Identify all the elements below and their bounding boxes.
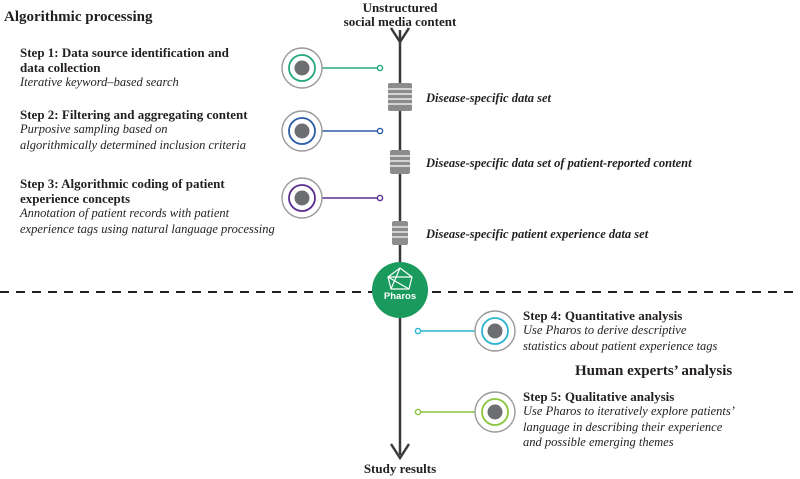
database-icon <box>392 221 408 245</box>
step-4-target-icon <box>474 310 516 352</box>
step-3-title-line-1: Step 3: Algorithmic coding of patient <box>20 176 225 191</box>
step-3-description-line-1: Annotation of patient records with patie… <box>20 206 230 220</box>
source-label-line-1: Unstructured <box>362 0 438 15</box>
pharos-logo-icon <box>387 267 413 290</box>
step-1-target-icon <box>281 47 323 89</box>
step-5-target-icon <box>474 391 516 433</box>
database-icon <box>390 150 410 174</box>
section-title-algorithmic: Algorithmic processing <box>4 9 153 25</box>
step-4-connector-dot <box>414 327 422 335</box>
section-title-human: Human experts’ analysis <box>575 363 733 379</box>
step-4-title: Step 4: Quantitative analysis <box>523 308 683 323</box>
step-3-target-icon <box>281 177 323 219</box>
pharos-hub <box>372 262 428 318</box>
end-label: Study results <box>363 461 437 476</box>
pharos-label: Pharos <box>383 291 417 302</box>
step-4-description-line-2: statistics about patient experience tags <box>523 338 718 353</box>
step-5-description-line-1: Use Pharos to iteratively explore patien… <box>523 404 735 418</box>
source-fork <box>389 27 411 45</box>
step-1-connector-dot <box>376 64 384 72</box>
dataset-label-2: Disease-specific data set of patient-rep… <box>426 156 692 170</box>
database-icon <box>388 83 412 111</box>
source-label: Unstructured social media content <box>330 1 470 29</box>
step-4-block: Step 4: Quantitative analysis Use Pharos… <box>523 308 785 354</box>
end-arrowhead <box>389 443 411 461</box>
step-2-target-icon <box>281 110 323 152</box>
step-5-block: Step 5: Qualitative analysis Use Pharos … <box>523 389 788 451</box>
source-label-line-2: social media content <box>343 14 457 29</box>
step-5-connector-dot <box>414 408 422 416</box>
dataset-label-1: Disease-specific data set <box>426 91 551 105</box>
step-5-title: Step 5: Qualitative analysis <box>523 389 675 404</box>
step-3-connector-dot <box>376 194 384 202</box>
step-4-description-line-1: Use Pharos to derive descriptive <box>523 323 687 337</box>
step-2-connector-dot <box>376 127 384 135</box>
step-1-block: Step 1: Data source identification and d… <box>20 45 280 91</box>
step-3-description-line-2: experience tags using natural language p… <box>20 221 275 236</box>
step-1-description: Iterative keyword–based search <box>20 75 179 89</box>
dataset-label-3: Disease-specific patient experience data… <box>426 227 649 241</box>
step-1-title-line-2: data collection <box>20 60 101 75</box>
step-2-description-line-1: Purposive sampling based on <box>20 122 168 136</box>
step-5-description-line-3: and possible emerging themes <box>523 435 674 449</box>
step-2-description-line-2: algorithmically determined inclusion cri… <box>20 137 247 152</box>
step-1-title-line-1: Step 1: Data source identification and <box>20 45 229 60</box>
step-3-title-line-2: experience concepts <box>20 191 131 206</box>
step-2-title: Step 2: Filtering and aggregating conten… <box>20 107 248 122</box>
step-3-block: Step 3: Algorithmic coding of patient ex… <box>20 176 282 237</box>
step-5-description-line-2: language in describing their experience <box>523 419 723 434</box>
step-2-block: Step 2: Filtering and aggregating conten… <box>20 107 282 153</box>
